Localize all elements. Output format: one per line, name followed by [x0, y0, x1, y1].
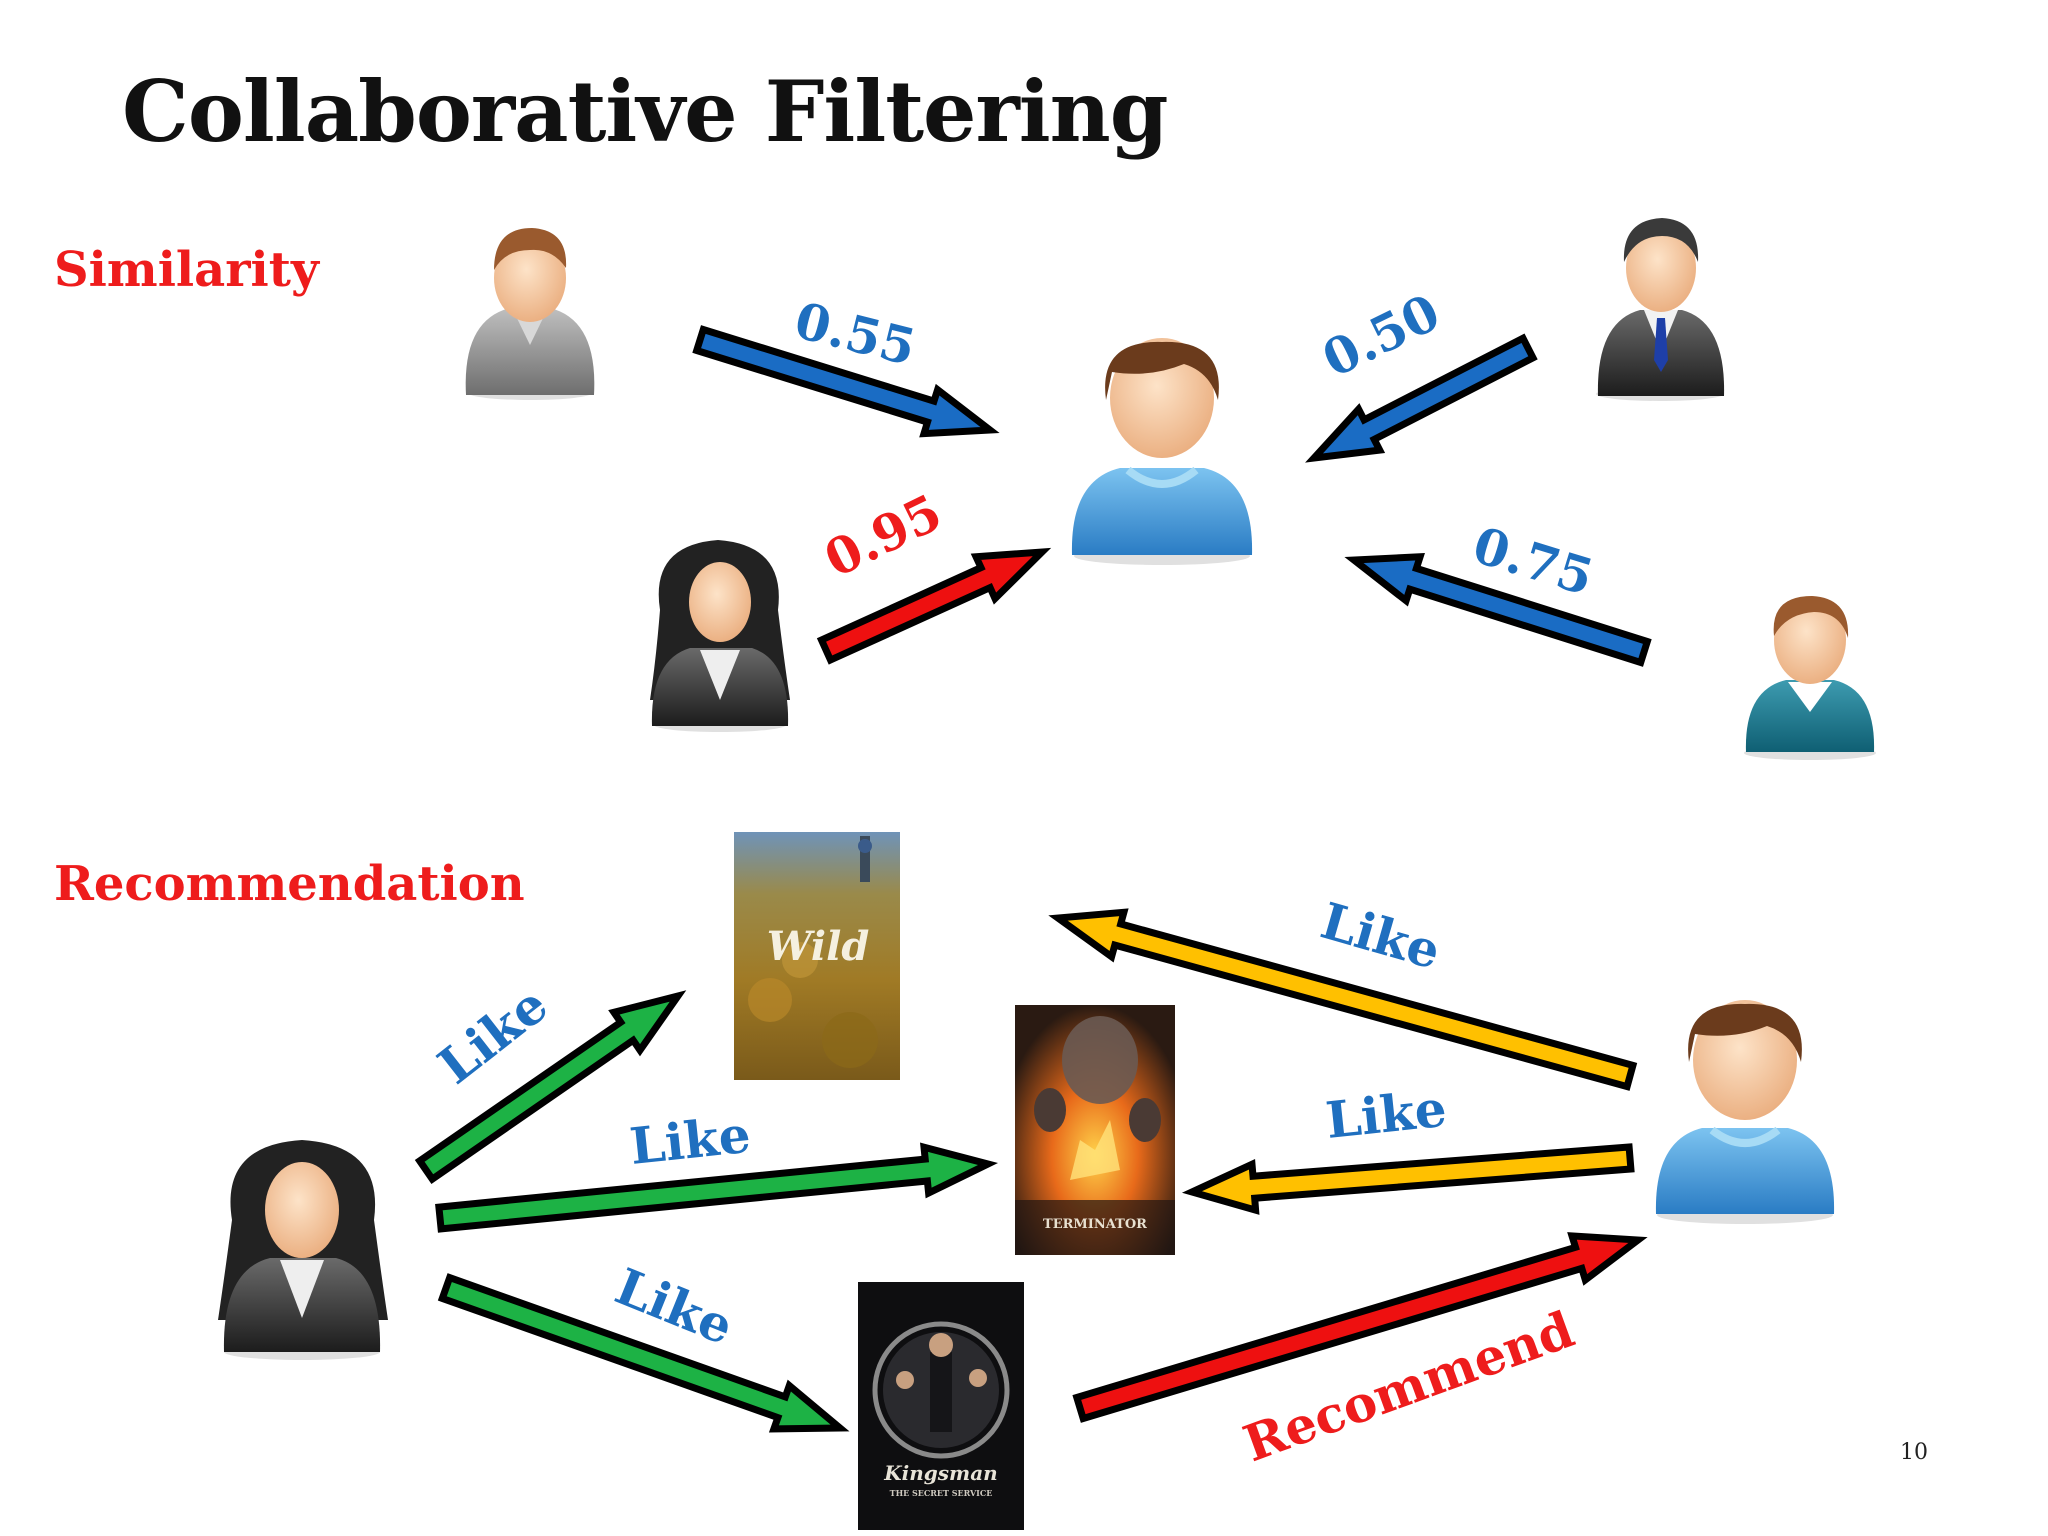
- arrow-user-like-term: [1181, 1143, 1635, 1215]
- section-similarity: Similarity: [54, 242, 319, 298]
- movie-poster-wild: Wild: [734, 832, 900, 1080]
- woman-avatar: [650, 540, 790, 732]
- arrow-recommend-kings: [1072, 1232, 1648, 1423]
- suit-man-avatar: [1596, 218, 1725, 401]
- arrow-grey-man-to-user: [692, 325, 1000, 438]
- teal-man-avatar: [1744, 596, 1876, 760]
- section-recommendation: Recommendation: [54, 856, 525, 912]
- arrow-woman-like-term: [435, 1142, 999, 1233]
- arrow-teal-man-to-user: [1344, 553, 1652, 667]
- recommend-label: Recommend: [1236, 1299, 1581, 1473]
- arrow-suit-man-to-user: [1305, 333, 1538, 463]
- slide-title: Collaborative Filtering: [122, 62, 1168, 161]
- arrow-woman-like-kings: [437, 1273, 850, 1433]
- arrow-user-like-wild: [1048, 908, 1638, 1091]
- arrow-woman-to-user: [816, 547, 1052, 665]
- similarity-score-woman: 0.95: [815, 482, 950, 588]
- like-label-2: Like: [627, 1105, 753, 1176]
- movie-title-kingsman: Kingsman: [883, 1461, 997, 1485]
- arrows-layer: [414, 325, 1652, 1433]
- movie-poster-kingsman: Kingsman THE SECRET SERVICE: [858, 1282, 1024, 1530]
- woman-avatar-recommendation: [218, 1140, 388, 1360]
- arrow-woman-like-wild: [414, 990, 687, 1184]
- like-label-4: Like: [1315, 891, 1447, 981]
- target-user-avatar-recommendation: [1655, 1000, 1835, 1224]
- similarity-score-suit-man: 0.50: [1313, 282, 1448, 388]
- movie-title-terminator: TERMINATOR: [1043, 1217, 1147, 1232]
- target-user-avatar: [1071, 338, 1253, 565]
- movie-title-wild: Wild: [767, 923, 870, 970]
- movie-subtitle-kingsman: THE SECRET SERVICE: [890, 1488, 993, 1498]
- movie-poster-terminator: TERMINATOR: [1015, 1005, 1175, 1255]
- page-number: 10: [1900, 1440, 1928, 1465]
- like-label-5: Like: [1323, 1079, 1449, 1150]
- grey-man-avatar: [465, 228, 595, 400]
